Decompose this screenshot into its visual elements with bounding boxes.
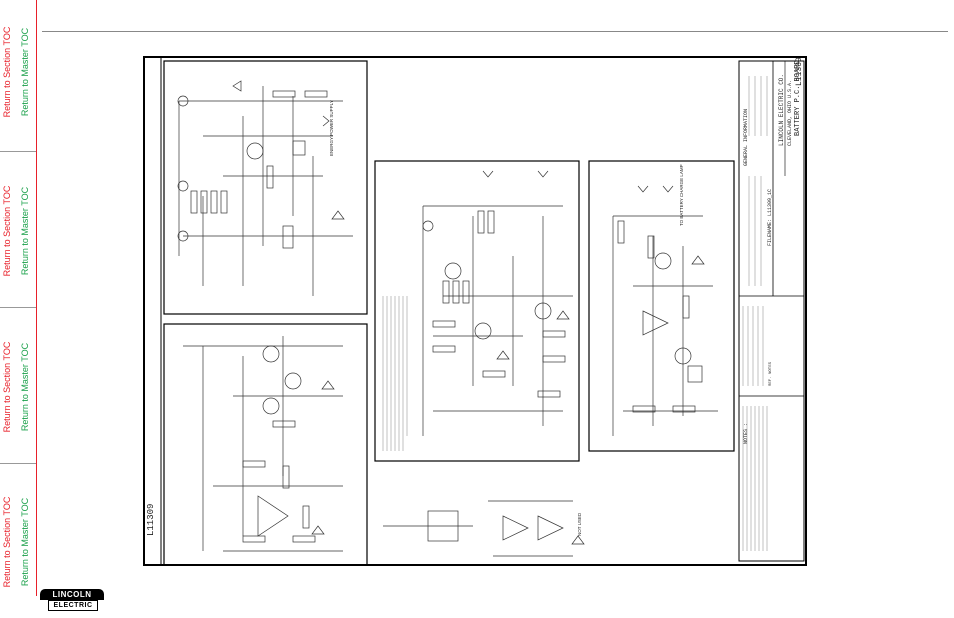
side-navigation: Return to Section TOC Return to Master T…: [0, 0, 36, 596]
battery-pcb-schematic: L11309: [143, 56, 807, 566]
title-block: GENERAL INFORMATION FILENAME: L11309_1C …: [738, 56, 805, 562]
drawing-number-title-block: L11309: [795, 57, 804, 86]
return-to-master-toc-link-2[interactable]: Return to Master TOC: [20, 186, 30, 276]
return-to-master-toc-link-4[interactable]: Return to Master TOC: [20, 497, 30, 587]
panel-logic-circuit: [374, 160, 580, 462]
header-rule: [42, 31, 948, 32]
panel-not-used-circuits: NOT USED: [383, 500, 585, 557]
return-to-master-toc-link-1[interactable]: Return to Master TOC: [20, 27, 30, 117]
logo-line-2: ELECTRIC: [48, 600, 98, 611]
panel-amplifier-circuit: [163, 323, 368, 566]
panel-battery-charge: TO BATTERY CHARGE LAMP: [588, 160, 735, 452]
return-to-section-toc-link-2[interactable]: Return to Section TOC: [2, 185, 12, 277]
schematic-title: BATTERY P.C. BOARD SCHEMATIC: [794, 56, 802, 136]
filename-label: FILENAME: L11309_1C: [767, 189, 773, 246]
lincoln-electric-logo: LINCOLN ELECTRIC: [40, 589, 104, 611]
return-to-section-toc-link-3[interactable]: Return to Section TOC: [2, 341, 12, 433]
battery-charge-label: TO BATTERY CHARGE LAMP: [679, 164, 684, 226]
nav-separator: [0, 151, 36, 152]
nav-separator: [0, 463, 36, 464]
return-to-section-toc-link-1[interactable]: Return to Section TOC: [2, 26, 12, 118]
company-location: CLEVELAND, OHIO U.S.A.: [787, 80, 793, 146]
company-name: LINCOLN ELECTRIC CO.: [778, 74, 785, 146]
nav-divider-line: [36, 0, 37, 596]
return-to-master-toc-link-3[interactable]: Return to Master TOC: [20, 342, 30, 432]
panel-power-supply: ENERGY POWER SUPPLY: [163, 60, 368, 315]
return-to-section-toc-link-4[interactable]: Return to Section TOC: [2, 496, 12, 588]
drawing-number-left: L11309: [146, 504, 156, 536]
logo-line-1: LINCOLN: [40, 589, 104, 600]
nav-separator: [0, 307, 36, 308]
ref-notes-label: REF. NOTES: [769, 361, 773, 386]
energy-supply-label: ENERGY POWER SUPPLY: [329, 100, 334, 156]
notes-heading: NOTES :: [743, 423, 749, 444]
general-info-heading: GENERAL INFORMATION: [743, 109, 749, 166]
bottom-not-used-label: NOT USED: [577, 512, 582, 536]
